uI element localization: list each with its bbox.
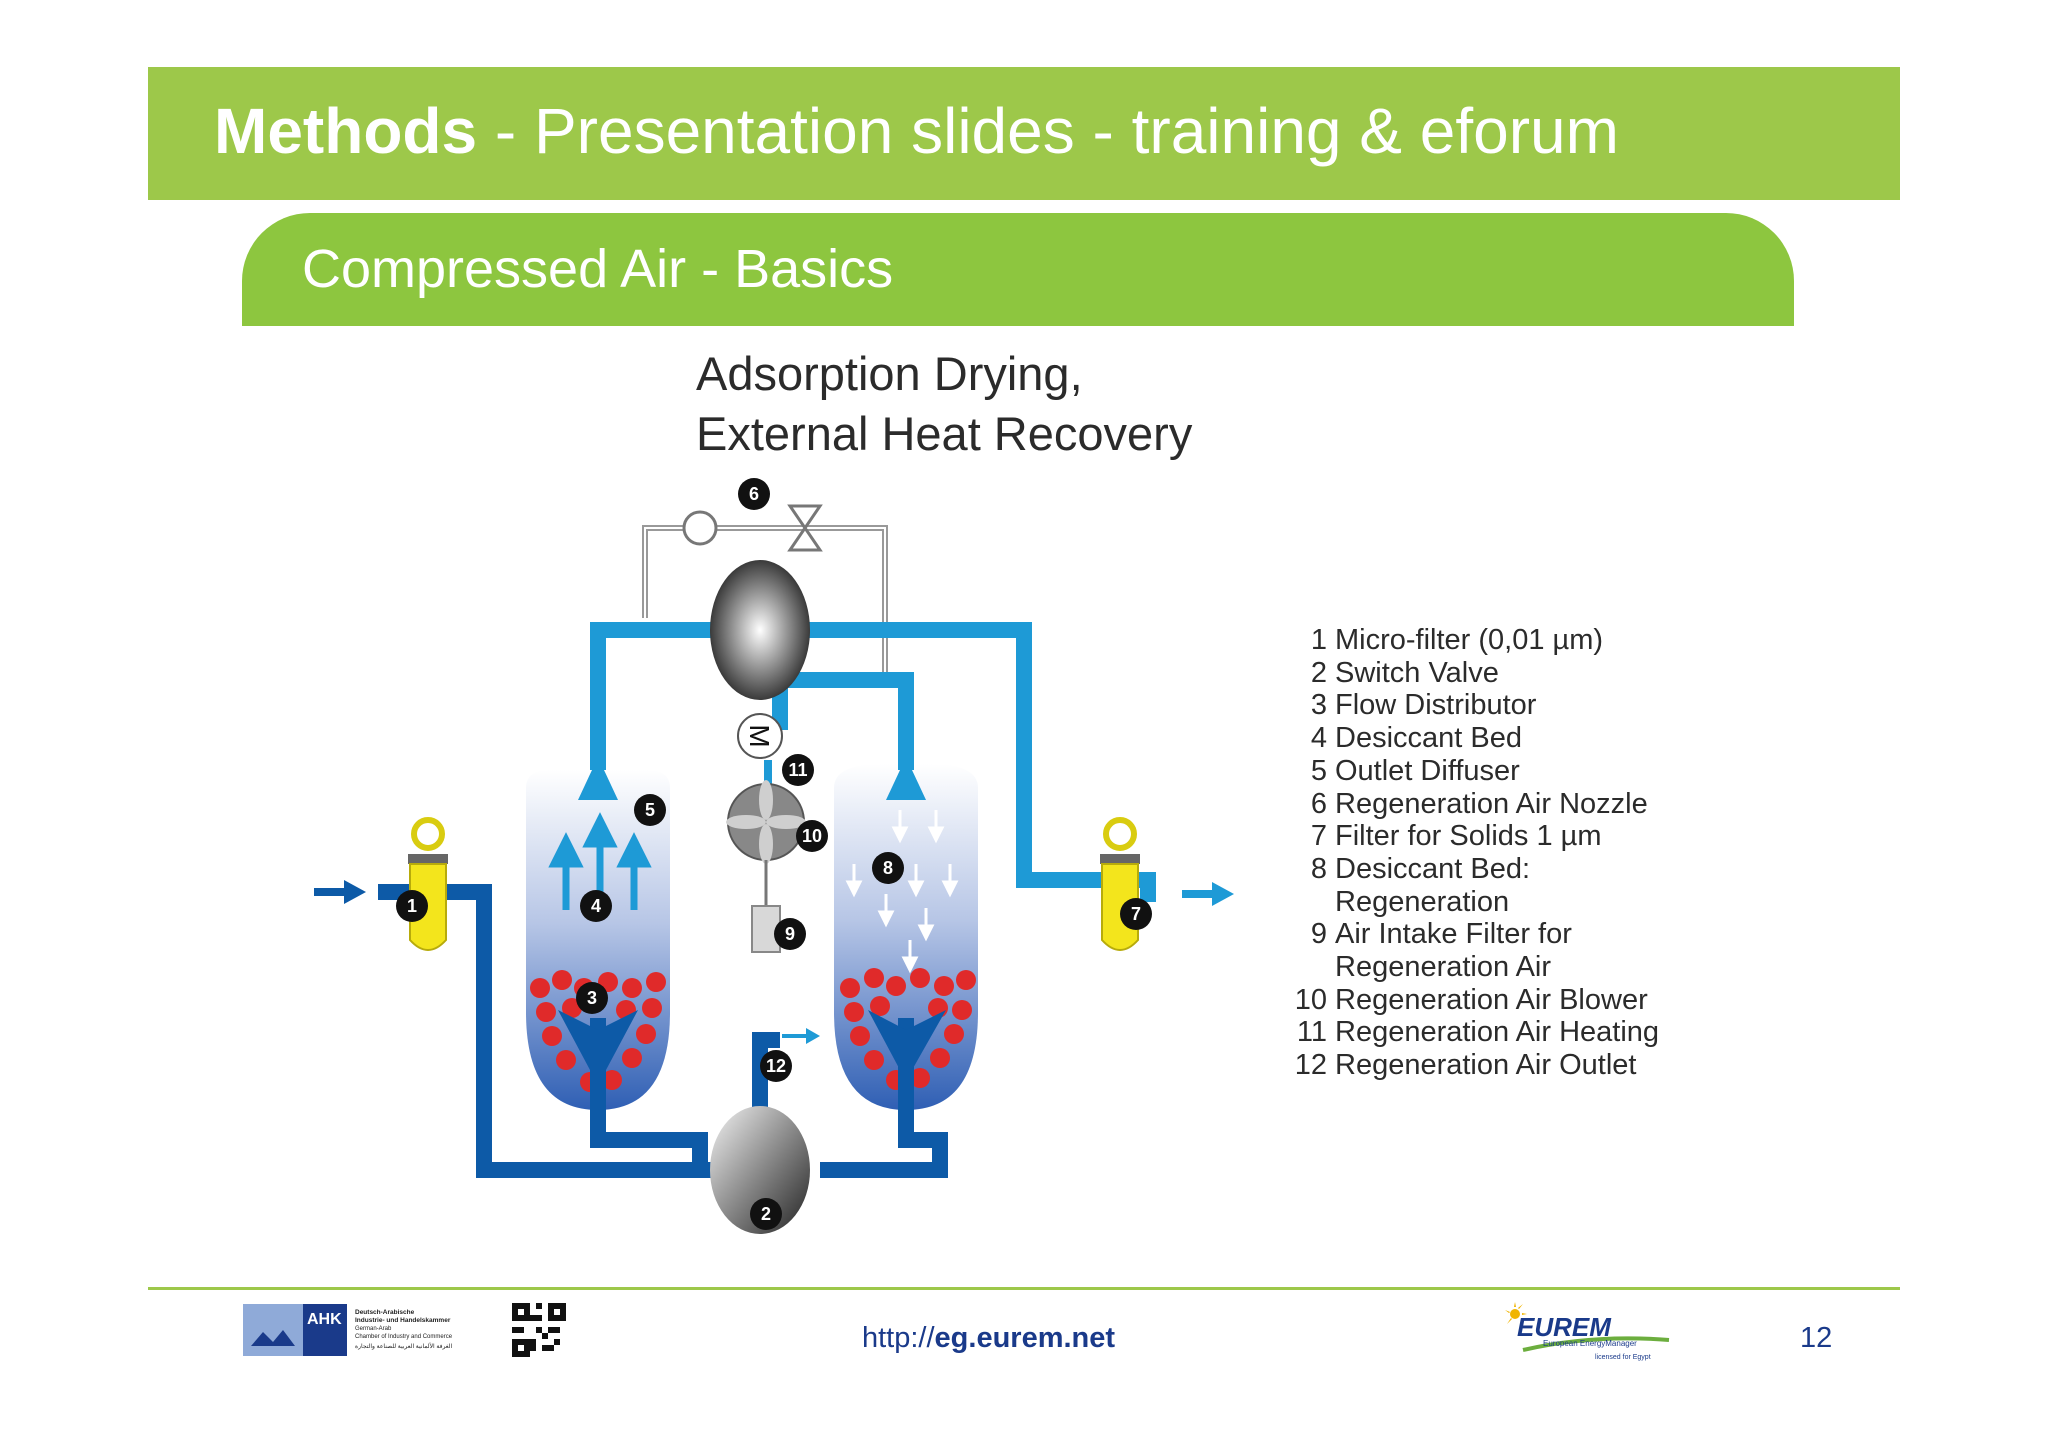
sun-icon: [1505, 1302, 1527, 1324]
regeneration-bypass-line: [642, 525, 888, 675]
svg-text:4: 4: [591, 896, 601, 916]
outlet-diffuser-right: [886, 770, 926, 800]
footer-url[interactable]: http://eg.eurem.net: [862, 1322, 1116, 1354]
filter-solids-7: [1100, 817, 1140, 951]
slide-title: Methods - Presentation slides - training…: [214, 95, 1619, 167]
svg-text:licensed for Egypt: licensed for Egypt: [1595, 1354, 1651, 1361]
header-bar: Methods - Presentation slides - training…: [148, 67, 1900, 200]
section-title: Compressed Air - Basics: [302, 239, 894, 299]
marker-6: 6: [738, 478, 770, 510]
qr-code: [512, 1303, 566, 1357]
svg-text:8: 8: [883, 858, 893, 878]
marker-7: 7: [1120, 898, 1152, 930]
svg-text:European EnergyManager: European EnergyManager: [1543, 1339, 1637, 1348]
svg-text:Chamber of Industry and Commer: Chamber of Industry and Commerce: [355, 1334, 453, 1340]
adsorption-dryer-diagram: M 1 2 3 4 5 6 7 8 9 10 11 12: [314, 478, 1234, 1234]
inlet-arrow: [344, 880, 366, 904]
right-desiccant-vessel: [834, 764, 978, 1110]
legend-item: Regeneration: [1335, 885, 1510, 918]
marker-5: 5: [634, 794, 666, 826]
switch-valve-top: [710, 560, 810, 700]
desiccant-beads-right: [840, 968, 976, 1090]
regeneration-flow-arrows: [845, 810, 959, 974]
blower-blades: [726, 780, 806, 864]
upward-flow-arrows: [548, 812, 652, 910]
svg-text:2: 2: [761, 1204, 771, 1224]
outlet-diffuser-left: [578, 770, 618, 800]
svg-text:الغرفة الألمانية العربية للصنا: الغرفة الألمانية العربية للصناعة والتجار…: [355, 1341, 452, 1350]
flow-distributor-left: [558, 1010, 638, 1070]
section-tab: [242, 213, 1794, 326]
svg-text:3: 3: [587, 988, 597, 1008]
valve-6-icon: [787, 504, 823, 552]
switch-valve-bottom: [710, 1106, 810, 1234]
svg-text:Industrie- und Handelskammer: Industrie- und Handelskammer: [355, 1317, 451, 1324]
svg-text:12: 12: [766, 1056, 786, 1076]
flow-distributor-right: [868, 1010, 946, 1070]
desiccant-beads-left: [530, 970, 666, 1092]
marker-1: 1: [396, 890, 428, 922]
svg-text:10: 10: [802, 826, 822, 846]
gauge-icon: [682, 510, 718, 546]
svg-text:6: 6: [749, 484, 759, 504]
marker-11: 11: [782, 754, 814, 786]
footer-divider: [148, 1287, 1900, 1290]
eurem-logo: EUREM European EnergyManager licensed fo…: [1505, 1302, 1670, 1361]
marker-2: 2: [750, 1198, 782, 1230]
svg-text:EUREM: EUREM: [1517, 1312, 1612, 1342]
marker-3: 3: [576, 982, 608, 1014]
marker-10: 10: [796, 820, 828, 852]
legend-item: Regeneration Air: [1335, 951, 1552, 984]
svg-text:1: 1: [407, 896, 417, 916]
svg-text:7: 7: [1131, 904, 1141, 924]
marker-8: 8: [872, 852, 904, 884]
svg-text:AHK: AHK: [307, 1311, 342, 1328]
outlet-piping: [590, 622, 1156, 902]
outlet-arrow: [1212, 882, 1234, 906]
svg-text:11: 11: [788, 760, 807, 780]
svg-text:5: 5: [645, 800, 655, 820]
marker-4: 4: [580, 890, 612, 922]
ahk-logo: AHK Deutsch-Arabische Industrie- und Han…: [243, 1302, 487, 1358]
page-number: 12: [1800, 1322, 1833, 1354]
regeneration-outlet-arrow: [806, 1028, 820, 1044]
micro-filter-1: [408, 817, 448, 951]
svg-text:German-Arab: German-Arab: [355, 1326, 392, 1332]
svg-text:9: 9: [785, 924, 795, 944]
motor-label: M: [744, 724, 775, 747]
marker-9: 9: [774, 918, 806, 950]
svg-text:Deutsch-Arabische: Deutsch-Arabische: [355, 1309, 415, 1316]
diagram-title: Adsorption Drying, External Heat Recover…: [696, 347, 1193, 460]
marker-12: 12: [760, 1050, 792, 1082]
motor-icon: [737, 713, 783, 759]
